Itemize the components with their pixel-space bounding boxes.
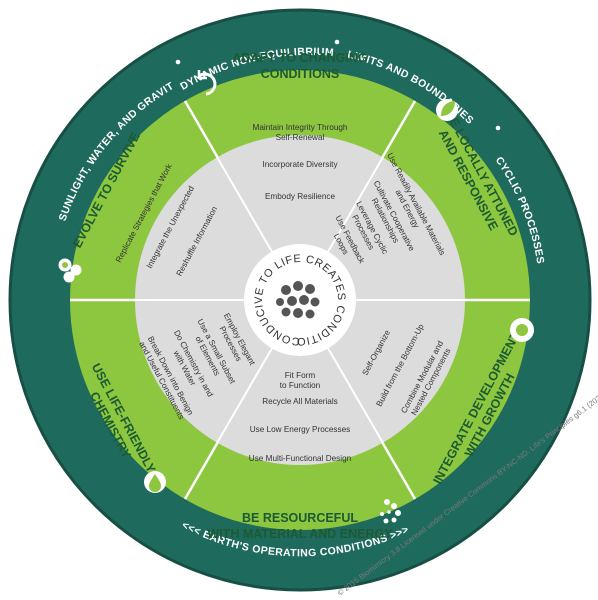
svg-text:Fit Form: Fit Form bbox=[285, 371, 316, 380]
svg-text:BE RESOURCEFUL: BE RESOURCEFUL bbox=[242, 511, 358, 525]
dots-spiral-icon bbox=[380, 499, 401, 524]
svg-text:to Function: to Function bbox=[280, 381, 321, 390]
svg-text:Recycle All Materials: Recycle All Materials bbox=[262, 397, 338, 406]
svg-text:ADAPT TO CHANGING: ADAPT TO CHANGING bbox=[232, 51, 367, 65]
cycle-arrows-icon bbox=[197, 70, 217, 96]
svg-text:CONDITIONS: CONDITIONS bbox=[261, 67, 339, 81]
svg-text:Incorporate Diversity: Incorporate Diversity bbox=[262, 160, 338, 169]
subs-adapt: Maintain Integrity Through Self-Renewal … bbox=[253, 123, 348, 201]
svg-text:Maintain Integrity Through: Maintain Integrity Through bbox=[253, 123, 348, 132]
svg-text:Embody Resilience: Embody Resilience bbox=[265, 192, 336, 201]
svg-text:WITH MATERIAL AND ENERGY: WITH MATERIAL AND ENERGY bbox=[207, 527, 393, 541]
svg-text:Use Multi-Functional Design: Use Multi-Functional Design bbox=[249, 454, 352, 463]
subs-resource: Fit Form to Function Recycle All Materia… bbox=[249, 371, 352, 463]
svg-text:Use Low Energy Processes: Use Low Energy Processes bbox=[250, 425, 351, 434]
seed-cluster-icon bbox=[276, 281, 320, 319]
leaf-icon bbox=[436, 99, 458, 121]
category-resource: BE RESOURCEFUL WITH MATERIAL AND ENERGY bbox=[207, 511, 393, 541]
category-adapt: ADAPT TO CHANGING CONDITIONS bbox=[232, 51, 367, 81]
water-drop-icon bbox=[144, 471, 166, 493]
cells-icon bbox=[58, 258, 82, 283]
ring-dots bbox=[175, 39, 501, 131]
svg-text:Self-Renewal: Self-Renewal bbox=[276, 133, 325, 142]
gear-nest-icon bbox=[510, 318, 534, 342]
